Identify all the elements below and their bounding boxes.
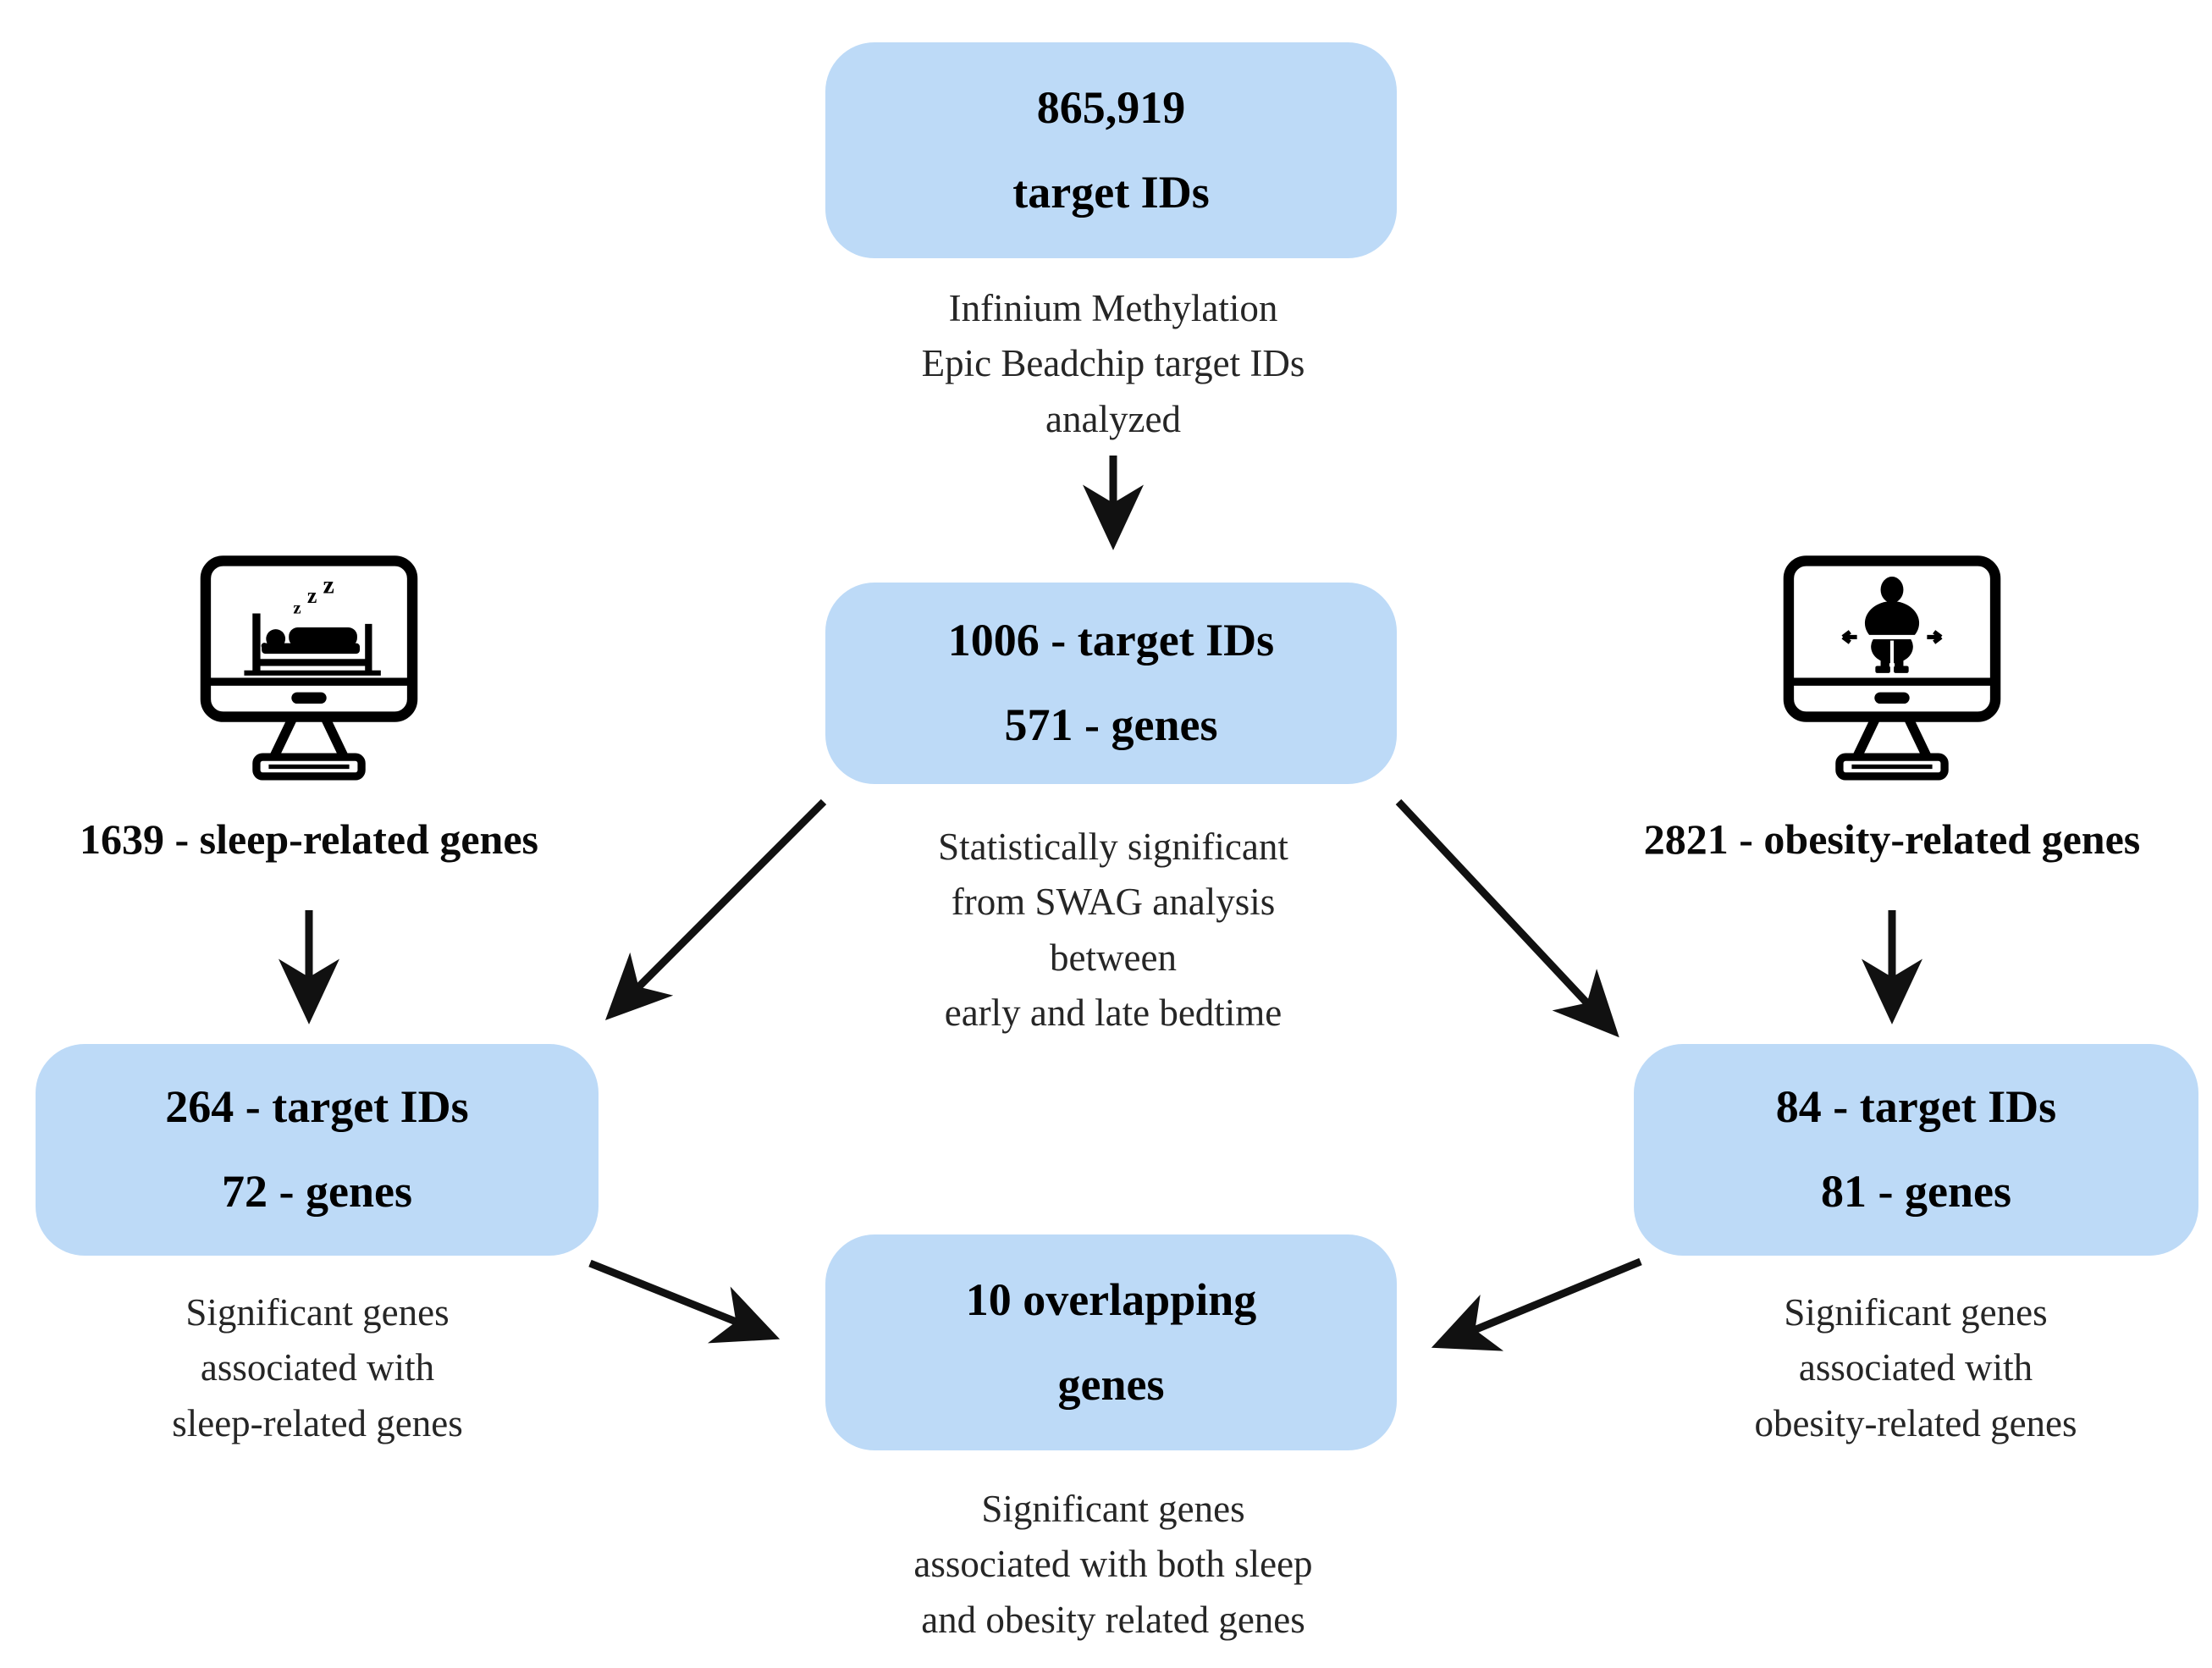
label-sleep-source: 1639 - sleep-related genes [79,815,539,863]
node-obesity-line2: 81 - genes [1821,1166,2011,1217]
monitor-sleep-icon: z z z [182,550,436,804]
arrow-obesity-to-overlap [1431,1257,1642,1351]
node-overlap-line2: genes [1057,1358,1165,1410]
zzz-glyph-1: z [293,599,301,617]
node-sleep-line1: 264 - target IDs [165,1081,469,1133]
node-obesity-line1: 84 - target IDs [1775,1081,2057,1133]
person-head [1880,577,1904,604]
monitor-button [1874,692,1910,704]
caption-sleep-line2: associated with [200,1346,435,1389]
caption-swag-line2: from SWAG analysis [951,881,1276,924]
caption-overlap-line3: and obesity related genes [921,1598,1305,1641]
monitor-legs [1852,715,1932,759]
node-total-target-ids: 865,919 target IDs [825,42,1397,258]
monitor-button [291,692,327,704]
width-arrow-left [1841,630,1857,644]
caption-obesity-line1: Significant genes [1784,1291,2048,1334]
node-swag-line2: 571 - genes [1004,699,1218,750]
sleeper-blanket [289,627,357,647]
node-sleep-line2: 72 - genes [222,1166,412,1217]
node-total-line2: target IDs [1012,166,1210,218]
caption-obesity-line3: obesity-related genes [1754,1401,2077,1444]
caption-sleep-line3: sleep-related genes [172,1401,463,1444]
person-foot-right [1894,666,1909,673]
caption-total-line2: Epic Beadchip target IDs [921,342,1305,385]
caption-sleep: Significant genes associated with sleep-… [34,1285,601,1451]
caption-swag-line1: Statistically significant [938,826,1288,868]
caption-total-line1: Infinium Methylation [948,287,1278,329]
node-swag-significant: 1006 - target IDs 571 - genes [825,583,1397,784]
caption-total-line3: analyzed [1045,397,1181,440]
bed-mattress [262,643,360,654]
zzz-glyph-2: z [307,583,317,608]
caption-sleep-line1: Significant genes [185,1291,450,1334]
arrow-sleep-to-overlap [588,1259,781,1344]
label-obesity-source: 2821 - obesity-related genes [1643,815,2141,863]
monitor-legs [269,715,349,759]
caption-overlap-line2: associated with both sleep [913,1543,1313,1586]
caption-swag: Statistically significant from SWAG anal… [787,820,1439,1041]
caption-total: Infinium Methylation Epic Beadchip targe… [787,281,1439,447]
bed-frame-bar [256,659,369,666]
node-overlapping-genes: 10 overlapping genes [825,1234,1397,1450]
node-overlap-line1: 10 overlapping [965,1273,1257,1325]
caption-obesity: Significant genes associated with obesit… [1632,1285,2199,1451]
caption-swag-line4: early and late bedtime [944,991,1283,1034]
person-foot-left [1875,666,1890,673]
caption-swag-line3: between [1050,936,1177,979]
caption-overlap: Significant genes associated with both s… [787,1482,1439,1648]
node-swag-line1: 1006 - target IDs [947,615,1275,666]
caption-overlap-line1: Significant genes [981,1488,1245,1530]
caption-obesity-line2: associated with [1798,1346,2033,1389]
node-obesity-significant: 84 - target IDs 81 - genes [1634,1044,2198,1256]
width-arrow-right [1927,630,1943,644]
person-leg-right [1895,654,1904,670]
monitor-obesity-icon [1765,550,2019,804]
node-sleep-significant: 264 - target IDs 72 - genes [36,1044,599,1256]
person-leg-left [1880,654,1889,670]
node-total-line1: 865,919 [1036,81,1186,133]
zzz-glyph-3: z [323,572,334,599]
